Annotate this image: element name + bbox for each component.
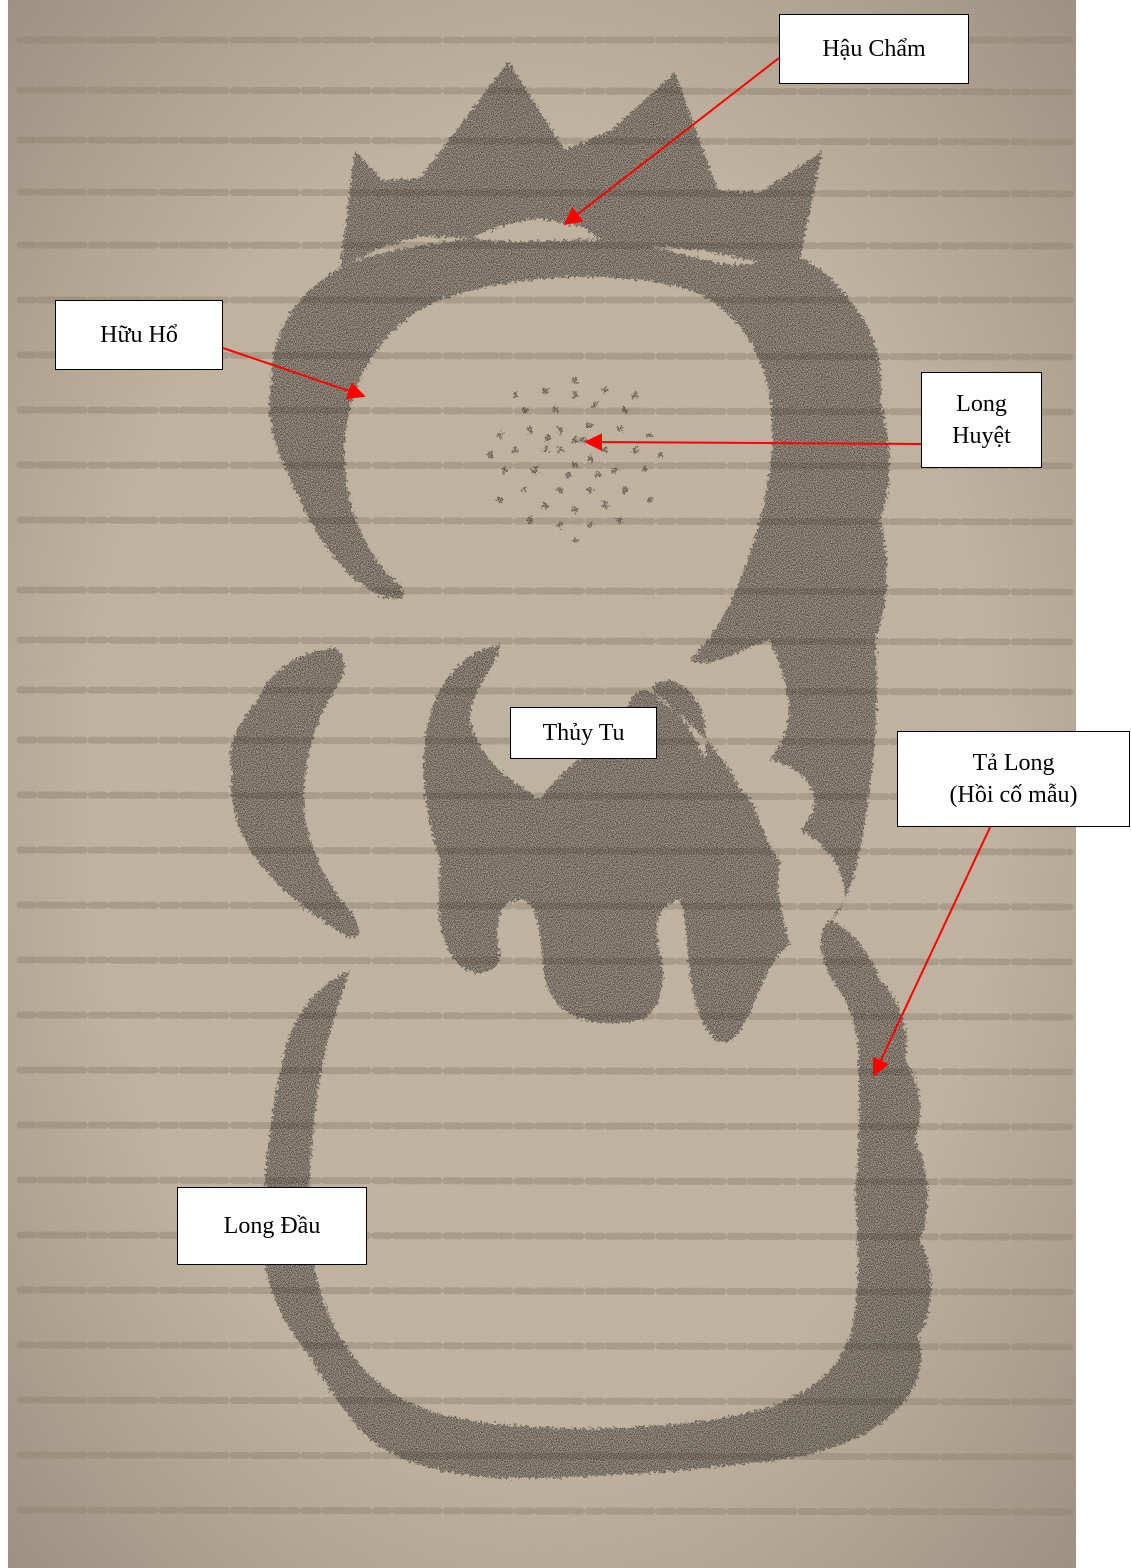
label-long-dau: Long Đầu xyxy=(177,1187,367,1265)
label-huu-ho-text: Hữu Hổ xyxy=(100,318,178,352)
label-huu-ho: Hữu Hổ xyxy=(55,300,223,370)
label-long-huyet: Long Huyệt xyxy=(921,372,1042,468)
label-ta-long-line1: Tả Long xyxy=(973,747,1055,779)
label-long-huyet-line2: Huyệt xyxy=(952,420,1011,452)
label-thuy-tu-text: Thủy Tu xyxy=(542,716,624,750)
label-thuy-tu: Thủy Tu xyxy=(510,707,657,759)
label-hau-cham-text: Hậu Chẩm xyxy=(822,32,925,66)
label-long-dau-text: Long Đầu xyxy=(224,1209,321,1243)
label-ta-long-line2: (Hồi cố mẫu) xyxy=(950,779,1078,811)
label-long-huyet-line1: Long xyxy=(956,388,1007,420)
label-ta-long: Tả Long (Hồi cố mẫu) xyxy=(897,731,1130,827)
label-hau-cham: Hậu Chẩm xyxy=(779,14,969,84)
